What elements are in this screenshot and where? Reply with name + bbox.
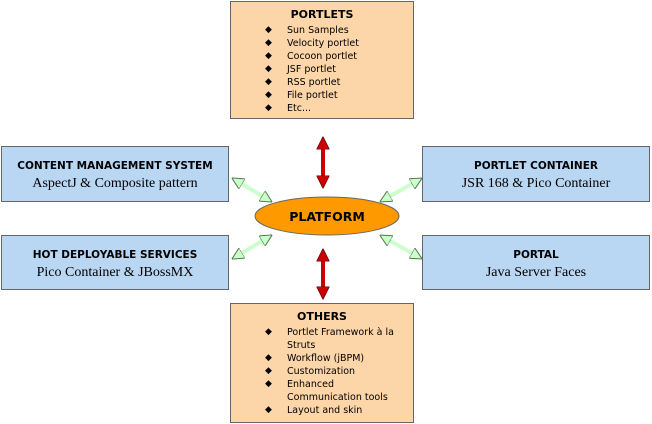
- bullet-icon: ◆: [265, 38, 272, 48]
- arrow-platform-portal: [385, 238, 417, 256]
- bullet-icon: ◆: [265, 327, 272, 337]
- portlet-container-title: PORTLET CONTAINER: [474, 160, 598, 172]
- bullet-icon: ◆: [265, 51, 272, 61]
- arrow-platform-hot-deployable: [237, 238, 267, 256]
- list-item: ◆ File portlet: [265, 90, 338, 101]
- bullet-icon: ◆: [265, 379, 272, 389]
- list-item: ◆ Layout and skin: [265, 405, 363, 416]
- portlet-container-box: PORTLET CONTAINER JSR 168 & Pico Contain…: [422, 146, 650, 202]
- arrow-platform-cms: [237, 181, 267, 199]
- platform-label: PLATFORM: [289, 208, 365, 224]
- list-item: ◆ Customization: [265, 366, 356, 377]
- bullet-icon: ◆: [265, 77, 272, 87]
- portal-title: PORTAL: [513, 249, 559, 261]
- portal-box: PORTAL Java Server Faces: [422, 235, 650, 290]
- hot-deployable-subtitle: Pico Container & JBossMX: [36, 265, 194, 280]
- bullet-icon: ◆: [265, 103, 272, 113]
- others-list: ◆ Portlet Framework à la Struts ◆ Workfl…: [265, 326, 407, 417]
- list-item: ◆ Cocoon portlet: [265, 51, 358, 62]
- bullet-icon: ◆: [265, 64, 272, 74]
- list-item: ◆ Portlet Framework à la Struts: [265, 327, 394, 351]
- others-box: OTHERS ◆ Portlet Framework à la Struts ◆…: [230, 303, 414, 423]
- list-item: ◆ JSF portlet: [265, 64, 336, 75]
- cms-box: CONTENT MANAGEMENT SYSTEM AspectJ & Comp…: [1, 146, 229, 202]
- arrow-platform-portlet-container: [385, 181, 417, 199]
- portlet-container-subtitle: JSR 168 & Pico Container: [461, 176, 611, 191]
- list-item: ◆ Workflow (jBPM): [265, 353, 365, 364]
- bullet-icon: ◆: [265, 90, 272, 100]
- bullet-icon: ◆: [265, 405, 272, 415]
- list-item: ◆ Sun Samples: [265, 25, 349, 36]
- portlets-list: ◆ Sun Samples ◆ Velocity portlet ◆ Cocoo…: [265, 24, 413, 115]
- cms-subtitle: AspectJ & Composite pattern: [32, 176, 198, 191]
- bullet-icon: ◆: [265, 366, 272, 376]
- hot-deployable-title: HOT DEPLOYABLE SERVICES: [32, 249, 198, 261]
- hot-deployable-box: HOT DEPLOYABLE SERVICES Pico Container &…: [1, 235, 229, 290]
- list-item: ◆ Enhanced Communication tools: [265, 379, 388, 403]
- portal-subtitle: Java Server Faces: [485, 265, 587, 280]
- list-item: ◆ Velocity portlet: [265, 38, 359, 49]
- list-item: ◆ Etc...: [265, 103, 312, 114]
- portlets-box: PORTLETS ◆ Sun Samples ◆ Velocity portle…: [230, 1, 414, 119]
- others-title: OTHERS: [297, 310, 347, 323]
- portlets-title: PORTLETS: [290, 8, 354, 21]
- list-item: ◆ RSS portlet: [265, 77, 341, 88]
- cms-title: CONTENT MANAGEMENT SYSTEM: [17, 160, 213, 172]
- platform-ellipse: [254, 196, 400, 236]
- bullet-icon: ◆: [265, 25, 272, 35]
- bullet-icon: ◆: [265, 353, 272, 363]
